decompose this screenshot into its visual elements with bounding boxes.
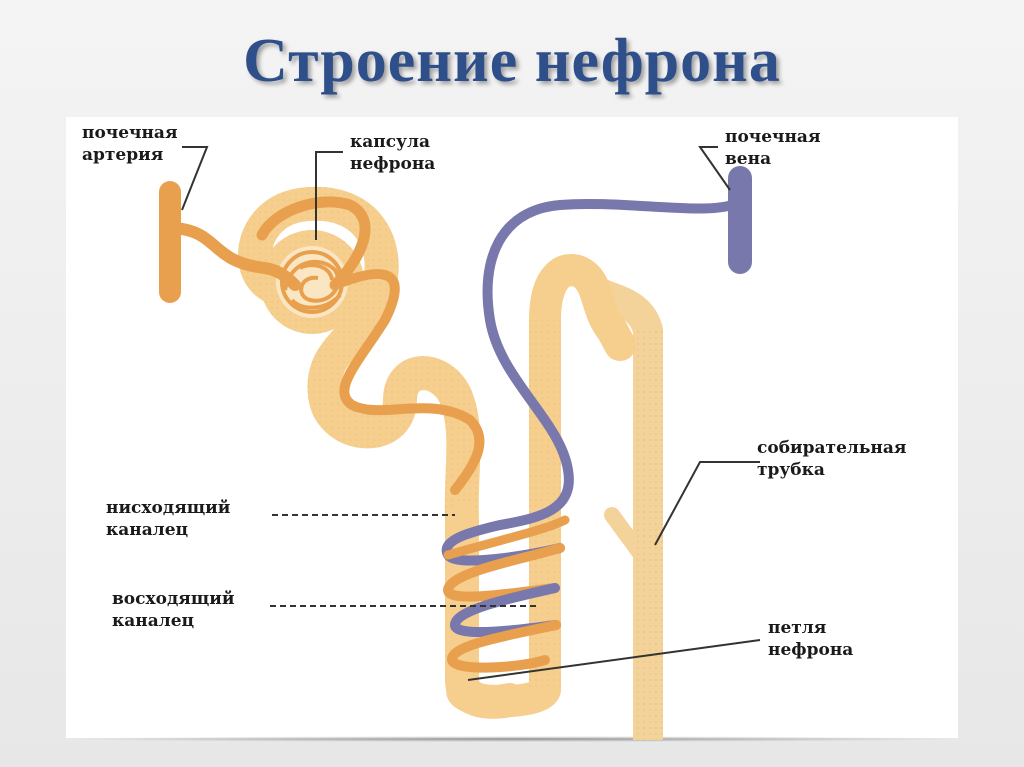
leader-renal-artery [182,147,207,210]
leader-loop [468,640,760,680]
label-collecting-duct: собирательная трубка [757,437,906,481]
label-descending-tubule: нисходящий каналец [106,497,230,541]
label-renal-artery: почечная артерия [82,122,178,166]
label-loop-of-henle: петля нефрона [768,617,853,661]
label-ascending-tubule: восходящий каналец [112,588,234,632]
label-renal-vein: почечная вена [725,126,821,170]
label-capsule: капсула нефрона [350,131,435,175]
leader-collecting-duct [655,462,760,545]
